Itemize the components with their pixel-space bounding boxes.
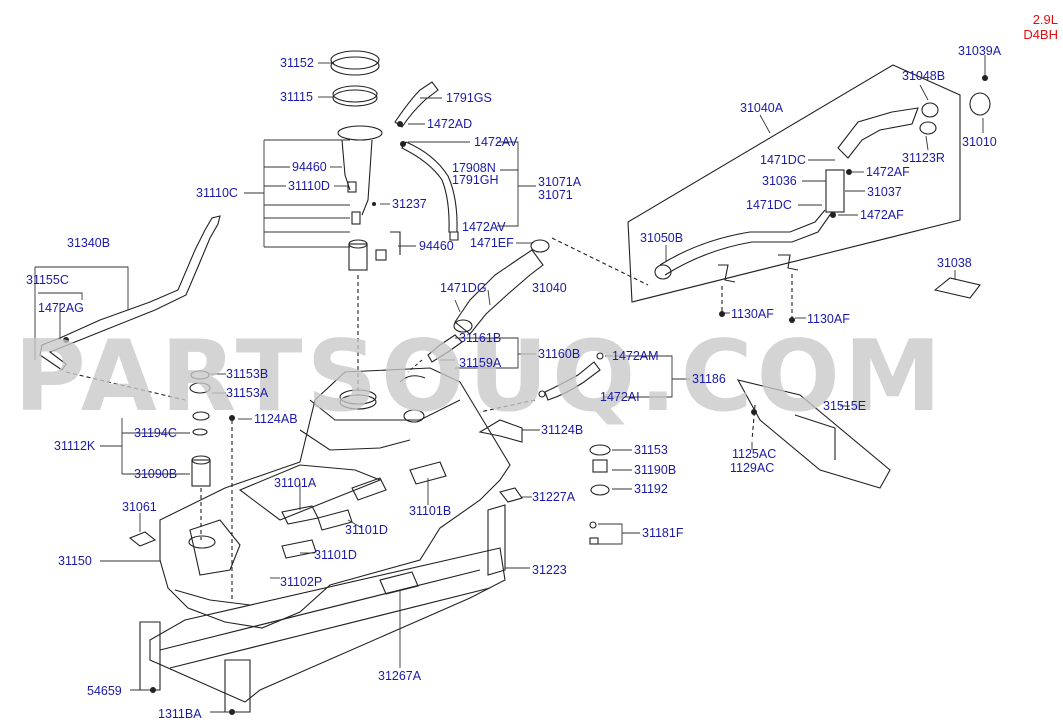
- filler-box: [627, 64, 961, 303]
- part-label-1472AV-bot[interactable]: 1472AV: [462, 220, 506, 234]
- part-label-31190B[interactable]: 31190B: [634, 463, 677, 477]
- part-label-1472AF-b[interactable]: 1472AF: [860, 208, 904, 222]
- part-label-94460-top[interactable]: 94460: [292, 160, 327, 174]
- part-label-31227A[interactable]: 31227A: [532, 490, 576, 504]
- part-label-1472AM[interactable]: 1472AM: [612, 349, 659, 363]
- part-label-17908N[interactable]: 17908N: [452, 161, 496, 175]
- part-label-31515E[interactable]: 31515E: [823, 399, 867, 413]
- part-label-31101B[interactable]: 31101B: [409, 504, 452, 518]
- part-label-31040A[interactable]: 31040A: [740, 101, 784, 115]
- part-label-1125AC[interactable]: 1125AC: [732, 447, 777, 461]
- part-label-31090B[interactable]: 31090B: [134, 467, 178, 481]
- part-label-1472AV-top[interactable]: 1472AV: [474, 135, 518, 149]
- part-label-1130AF-b[interactable]: 1130AF: [807, 312, 850, 326]
- engine-displacement: 2.9L: [1032, 12, 1058, 27]
- part-label-31161B[interactable]: 31161B: [459, 331, 502, 345]
- engine-code: 2.9L D4BH: [1010, 12, 1058, 42]
- part-label-1129AC[interactable]: 1129AC: [730, 461, 775, 475]
- part-label-1791GS[interactable]: 1791GS: [446, 91, 492, 105]
- part-label-31152[interactable]: 31152: [280, 56, 314, 70]
- part-label-31160B[interactable]: 31160B: [538, 347, 581, 361]
- part-label-31010[interactable]: 31010: [962, 135, 997, 149]
- part-label-31115[interactable]: 31115: [280, 90, 313, 104]
- part-label-31153A[interactable]: 31153A: [226, 386, 269, 400]
- part-label-31038[interactable]: 31038: [937, 256, 972, 270]
- part-label-31340B[interactable]: 31340B: [67, 236, 111, 250]
- part-label-31181F[interactable]: 31181F: [642, 526, 684, 540]
- part-label-31036[interactable]: 31036: [762, 174, 797, 188]
- part-label-31102P[interactable]: 31102P: [280, 575, 323, 589]
- part-label-1791GH[interactable]: 1791GH: [452, 173, 499, 187]
- part-label-31153B[interactable]: 31153B: [226, 367, 269, 381]
- part-label-1472AF-a[interactable]: 1472AF: [866, 165, 910, 179]
- part-label-31267A[interactable]: 31267A: [378, 669, 422, 683]
- part-label-31071[interactable]: 31071: [538, 188, 573, 202]
- part-label-31237[interactable]: 31237: [392, 197, 427, 211]
- part-label-31223[interactable]: 31223: [532, 563, 567, 577]
- part-label-1130AF-a[interactable]: 1130AF: [731, 307, 774, 321]
- part-label-31150[interactable]: 31150: [58, 554, 92, 568]
- part-label-31159A[interactable]: 31159A: [459, 356, 502, 370]
- part-label-31101D-a[interactable]: 31101D: [345, 523, 388, 537]
- part-label-31186[interactable]: 31186: [692, 372, 726, 386]
- part-label-31110C[interactable]: 31110C: [196, 186, 238, 200]
- part-label-1472AI[interactable]: 1472AI: [600, 390, 640, 404]
- part-label-31050B[interactable]: 31050B: [640, 231, 684, 245]
- part-label-1471EF[interactable]: 1471EF: [470, 236, 514, 250]
- part-label-31112K[interactable]: 31112K: [54, 439, 96, 453]
- part-label-31194C[interactable]: 31194C: [134, 426, 177, 440]
- part-label-1472AG[interactable]: 1472AG: [38, 301, 84, 315]
- part-label-54659[interactable]: 54659: [87, 684, 122, 698]
- part-label-31037[interactable]: 31037: [867, 185, 902, 199]
- part-label-31061[interactable]: 31061: [122, 500, 157, 514]
- part-label-31110D[interactable]: 31110D: [288, 179, 330, 193]
- part-label-31040[interactable]: 31040: [532, 281, 567, 295]
- part-label-31048B[interactable]: 31048B: [902, 69, 946, 83]
- part-label-31192[interactable]: 31192: [634, 482, 668, 496]
- part-label-31039A[interactable]: 31039A: [958, 44, 1002, 58]
- part-label-31153[interactable]: 31153: [634, 443, 668, 457]
- part-label-1471DG[interactable]: 1471DG: [440, 281, 487, 295]
- part-label-31155C[interactable]: 31155C: [26, 273, 69, 287]
- part-label-1471DC-a[interactable]: 1471DC: [760, 153, 806, 167]
- part-label-31101A[interactable]: 31101A: [274, 476, 317, 490]
- part-label-94460-bot[interactable]: 94460: [419, 239, 454, 253]
- part-label-1124AB[interactable]: 1124AB: [254, 412, 298, 426]
- skid-plate: [149, 547, 506, 703]
- watermark: PARTSOUQ.COM: [14, 320, 946, 434]
- part-label-1472AD[interactable]: 1472AD: [427, 117, 473, 131]
- fuel-tank-body: [159, 367, 511, 629]
- part-label-31101D-b[interactable]: 31101D: [314, 548, 357, 562]
- engine-model: D4BH: [1023, 27, 1058, 42]
- part-label-31123R[interactable]: 31123R: [902, 151, 945, 165]
- part-label-31124B[interactable]: 31124B: [541, 423, 584, 437]
- part-label-31071A[interactable]: 31071A: [538, 175, 582, 189]
- part-label-1471DC-b[interactable]: 1471DC: [746, 198, 792, 212]
- part-label-1311BA[interactable]: 1311BA: [158, 707, 202, 721]
